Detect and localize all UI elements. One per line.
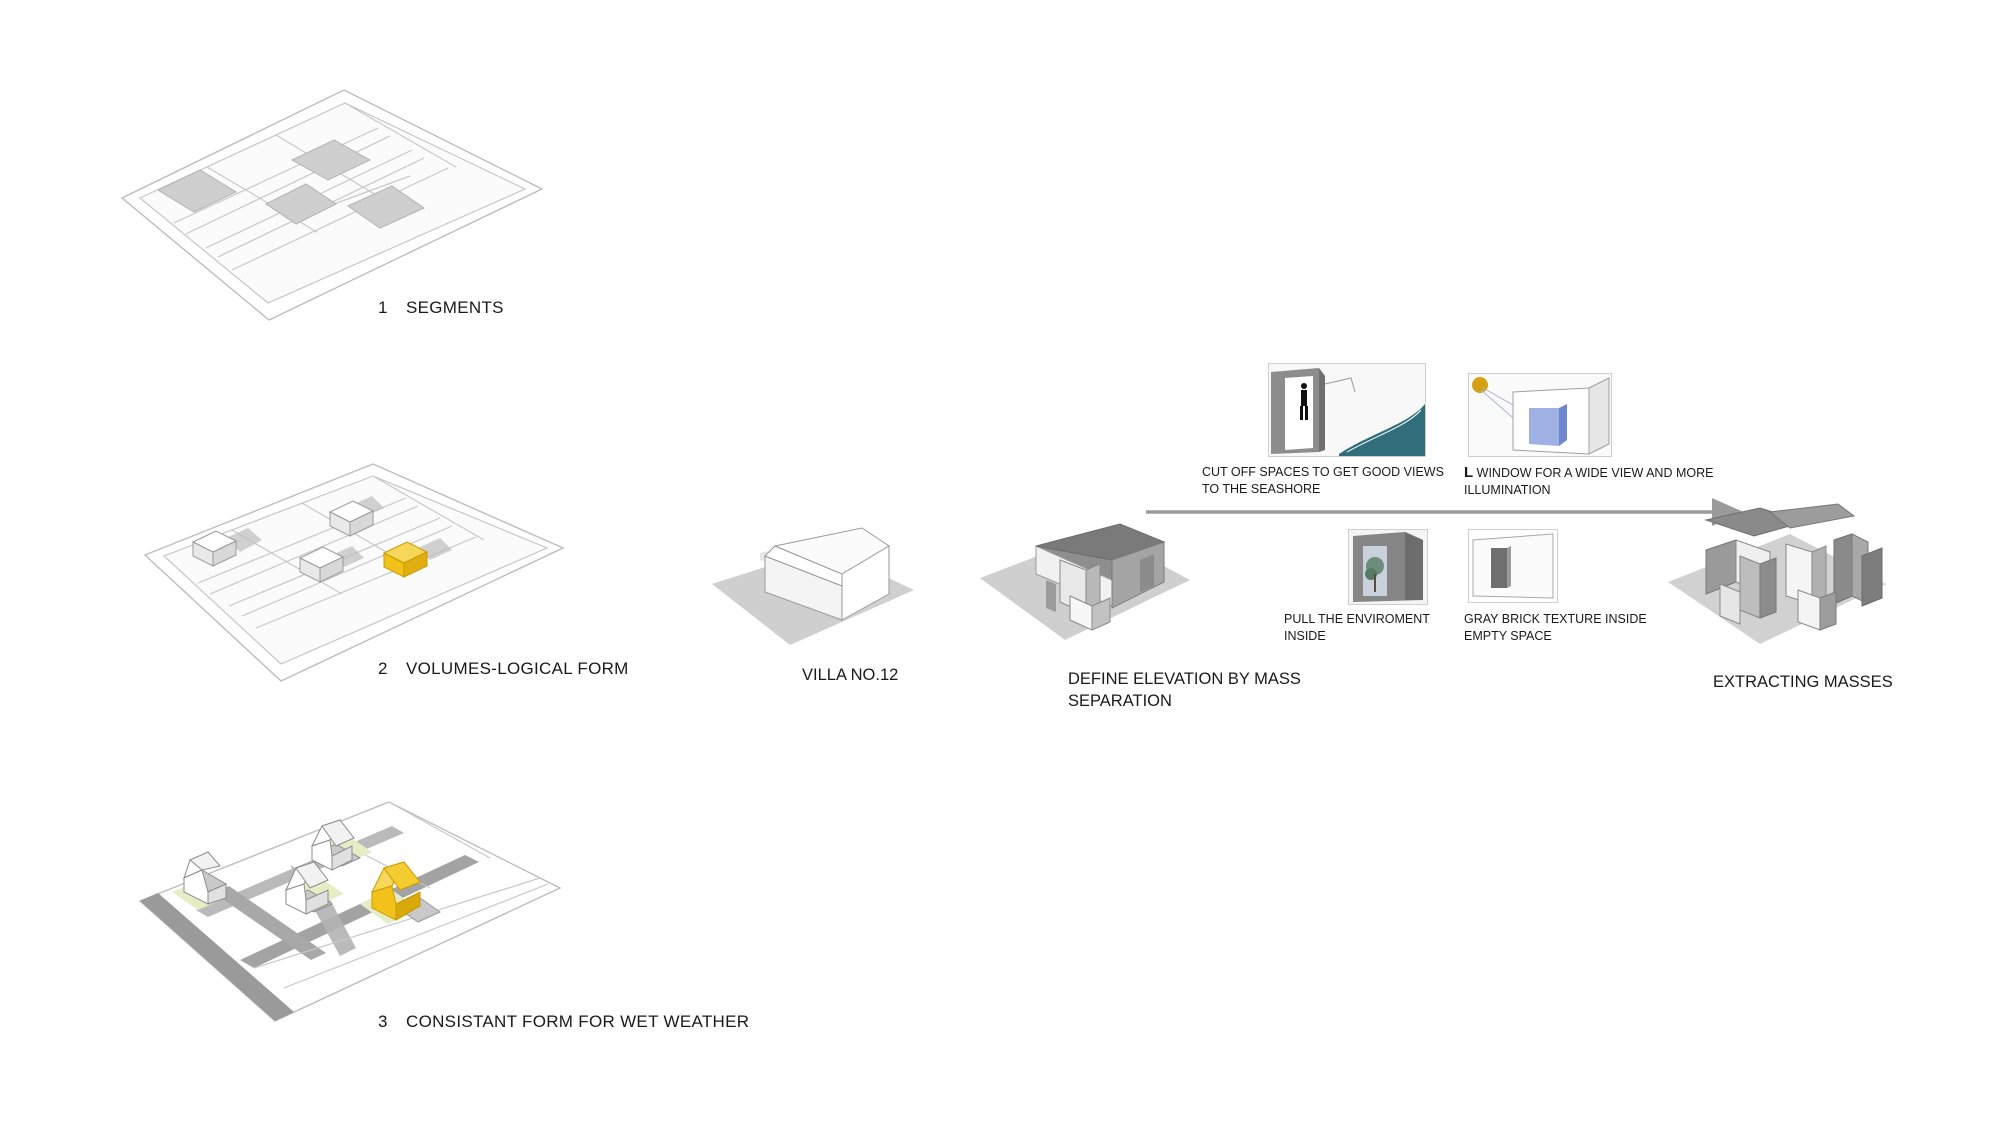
step-2-label: 2 VOLUMES-LOGICAL FORM	[378, 659, 629, 679]
l-window-caption-line2: ILLUMINATION	[1464, 483, 1551, 497]
volumes-plan	[143, 463, 565, 682]
pull-caption-line2: INSIDE	[1284, 629, 1326, 643]
cutoff-caption: CUT OFF SPACES TO GET GOOD VIEWS TO THE …	[1202, 464, 1444, 498]
step-1-label: 1 SEGMENTS	[378, 298, 504, 318]
cutoff-caption-line1: CUT OFF SPACES TO GET GOOD VIEWS	[1202, 465, 1444, 479]
brick-caption-line1: GRAY BRICK TEXTURE INSIDE	[1464, 612, 1647, 626]
step-2-title: VOLUMES-LOGICAL FORM	[406, 659, 629, 678]
step-1-number: 1	[378, 298, 388, 317]
gray-brick-caption: GRAY BRICK TEXTURE INSIDE EMPTY SPACE	[1464, 611, 1647, 645]
highlighted-house	[371, 861, 442, 923]
brick-caption-line2: EMPTY SPACE	[1464, 629, 1552, 643]
wet-weather-plan	[138, 801, 562, 1022]
step-1-title: SEGMENTS	[406, 298, 504, 317]
highlighted-volume	[382, 541, 429, 578]
cutoff-view-thumbnail	[1268, 363, 1426, 457]
elevation-caption-line2: SEPARATION	[1068, 692, 1172, 710]
pull-environment-caption: PULL THE ENVIROMENT INSIDE	[1284, 611, 1430, 645]
sun-icon	[1472, 377, 1488, 393]
elevation-caption-line1: DEFINE ELEVATION BY MASS	[1068, 670, 1301, 688]
step-3-number: 3	[378, 1012, 388, 1031]
extracted-masses	[1668, 503, 1886, 644]
environment-inside-thumbnail	[1348, 529, 1428, 605]
cutoff-caption-line2: TO THE SEASHORE	[1202, 482, 1321, 496]
step-2-number: 2	[378, 659, 388, 678]
elevation-caption: DEFINE ELEVATION BY MASS SEPARATION	[1068, 668, 1301, 712]
villa-volume	[712, 527, 914, 645]
l-window-caption-line1: WINDOW FOR A WIDE VIEW AND MORE	[1473, 466, 1714, 480]
gray-brick-thumbnail	[1468, 529, 1558, 603]
l-window-lead: L	[1464, 464, 1474, 481]
segments-plan	[120, 89, 544, 321]
elevation-mass	[980, 523, 1190, 640]
l-window-caption: L WINDOW FOR A WIDE VIEW AND MORE ILLUMI…	[1464, 464, 1713, 499]
pull-caption-line1: PULL THE ENVIROMENT	[1284, 612, 1430, 626]
l-window-thumbnail	[1468, 373, 1612, 457]
step-3-title: CONSISTANT FORM FOR WET WEATHER	[406, 1012, 750, 1031]
step-3-label: 3 CONSISTANT FORM FOR WET WEATHER	[378, 1012, 749, 1032]
extracting-caption: EXTRACTING MASSES	[1713, 673, 1893, 691]
villa-caption: VILLA NO.12	[802, 666, 899, 684]
